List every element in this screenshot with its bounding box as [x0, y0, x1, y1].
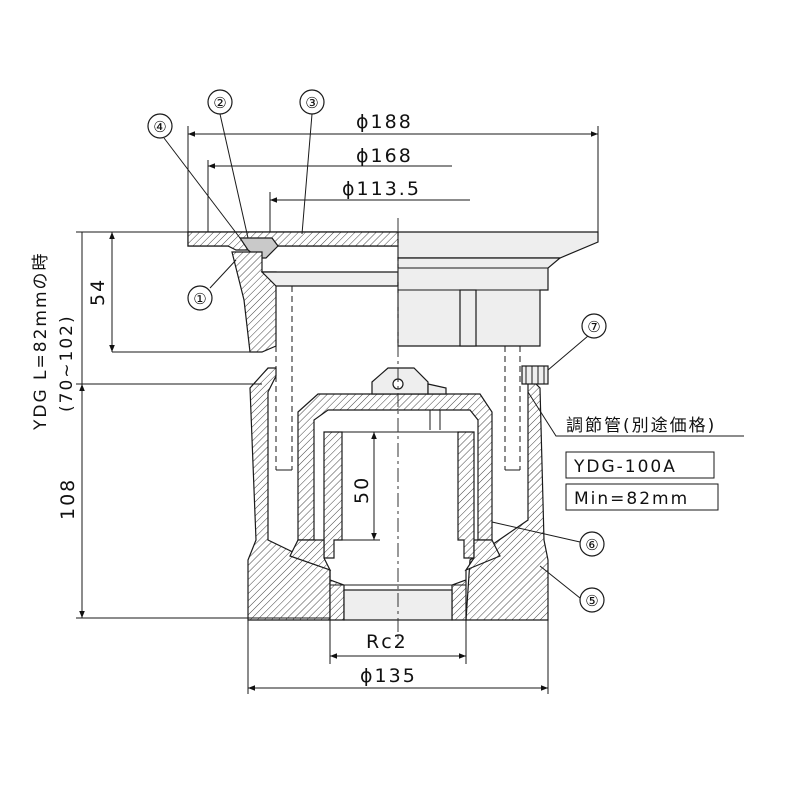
adjust-pipe-title: 調節管(別途価格): [566, 416, 716, 436]
flange-section: [187, 231, 599, 353]
callout-4: ④: [147, 113, 173, 139]
adjust-pipe-min: Min=82mm: [574, 489, 689, 509]
dim-1135: ϕ113.5: [342, 178, 421, 200]
side-note-l: YDG L=82mmの時: [31, 251, 51, 431]
bolt: [521, 365, 549, 385]
dim-168: ϕ168: [356, 145, 413, 167]
dim-135: ϕ135: [360, 665, 417, 687]
dim-50: 50: [351, 476, 373, 504]
callout-3: ③: [299, 89, 325, 115]
svg-text:④: ④: [153, 118, 166, 136]
callout-leaders: [163, 113, 744, 599]
callout-7: ⑦: [581, 313, 607, 339]
right-housing: [397, 257, 562, 347]
svg-text:②: ②: [213, 94, 226, 112]
inner-pipe: [289, 431, 501, 572]
side-note-range: (70~102): [57, 314, 77, 412]
callout-1: ①: [187, 285, 213, 311]
adjust-pipe-model: YDG-100A: [573, 457, 677, 477]
dimension-lines: [76, 126, 599, 694]
callout-6: ⑥: [579, 531, 605, 557]
callout-5: ⑤: [579, 587, 605, 613]
svg-text:⑥: ⑥: [585, 536, 598, 554]
dim-188: ϕ188: [356, 111, 413, 133]
svg-text:⑤: ⑤: [585, 592, 598, 610]
callout-2: ②: [207, 89, 233, 115]
svg-text:①: ①: [193, 290, 206, 308]
dim-54: 54: [87, 278, 109, 306]
adjust-pipe: [275, 286, 521, 471]
svg-text:⑦: ⑦: [587, 318, 600, 336]
dim-rc2: Rc2: [366, 631, 408, 653]
svg-text:③: ③: [305, 94, 318, 112]
dim-108: 108: [57, 478, 79, 520]
